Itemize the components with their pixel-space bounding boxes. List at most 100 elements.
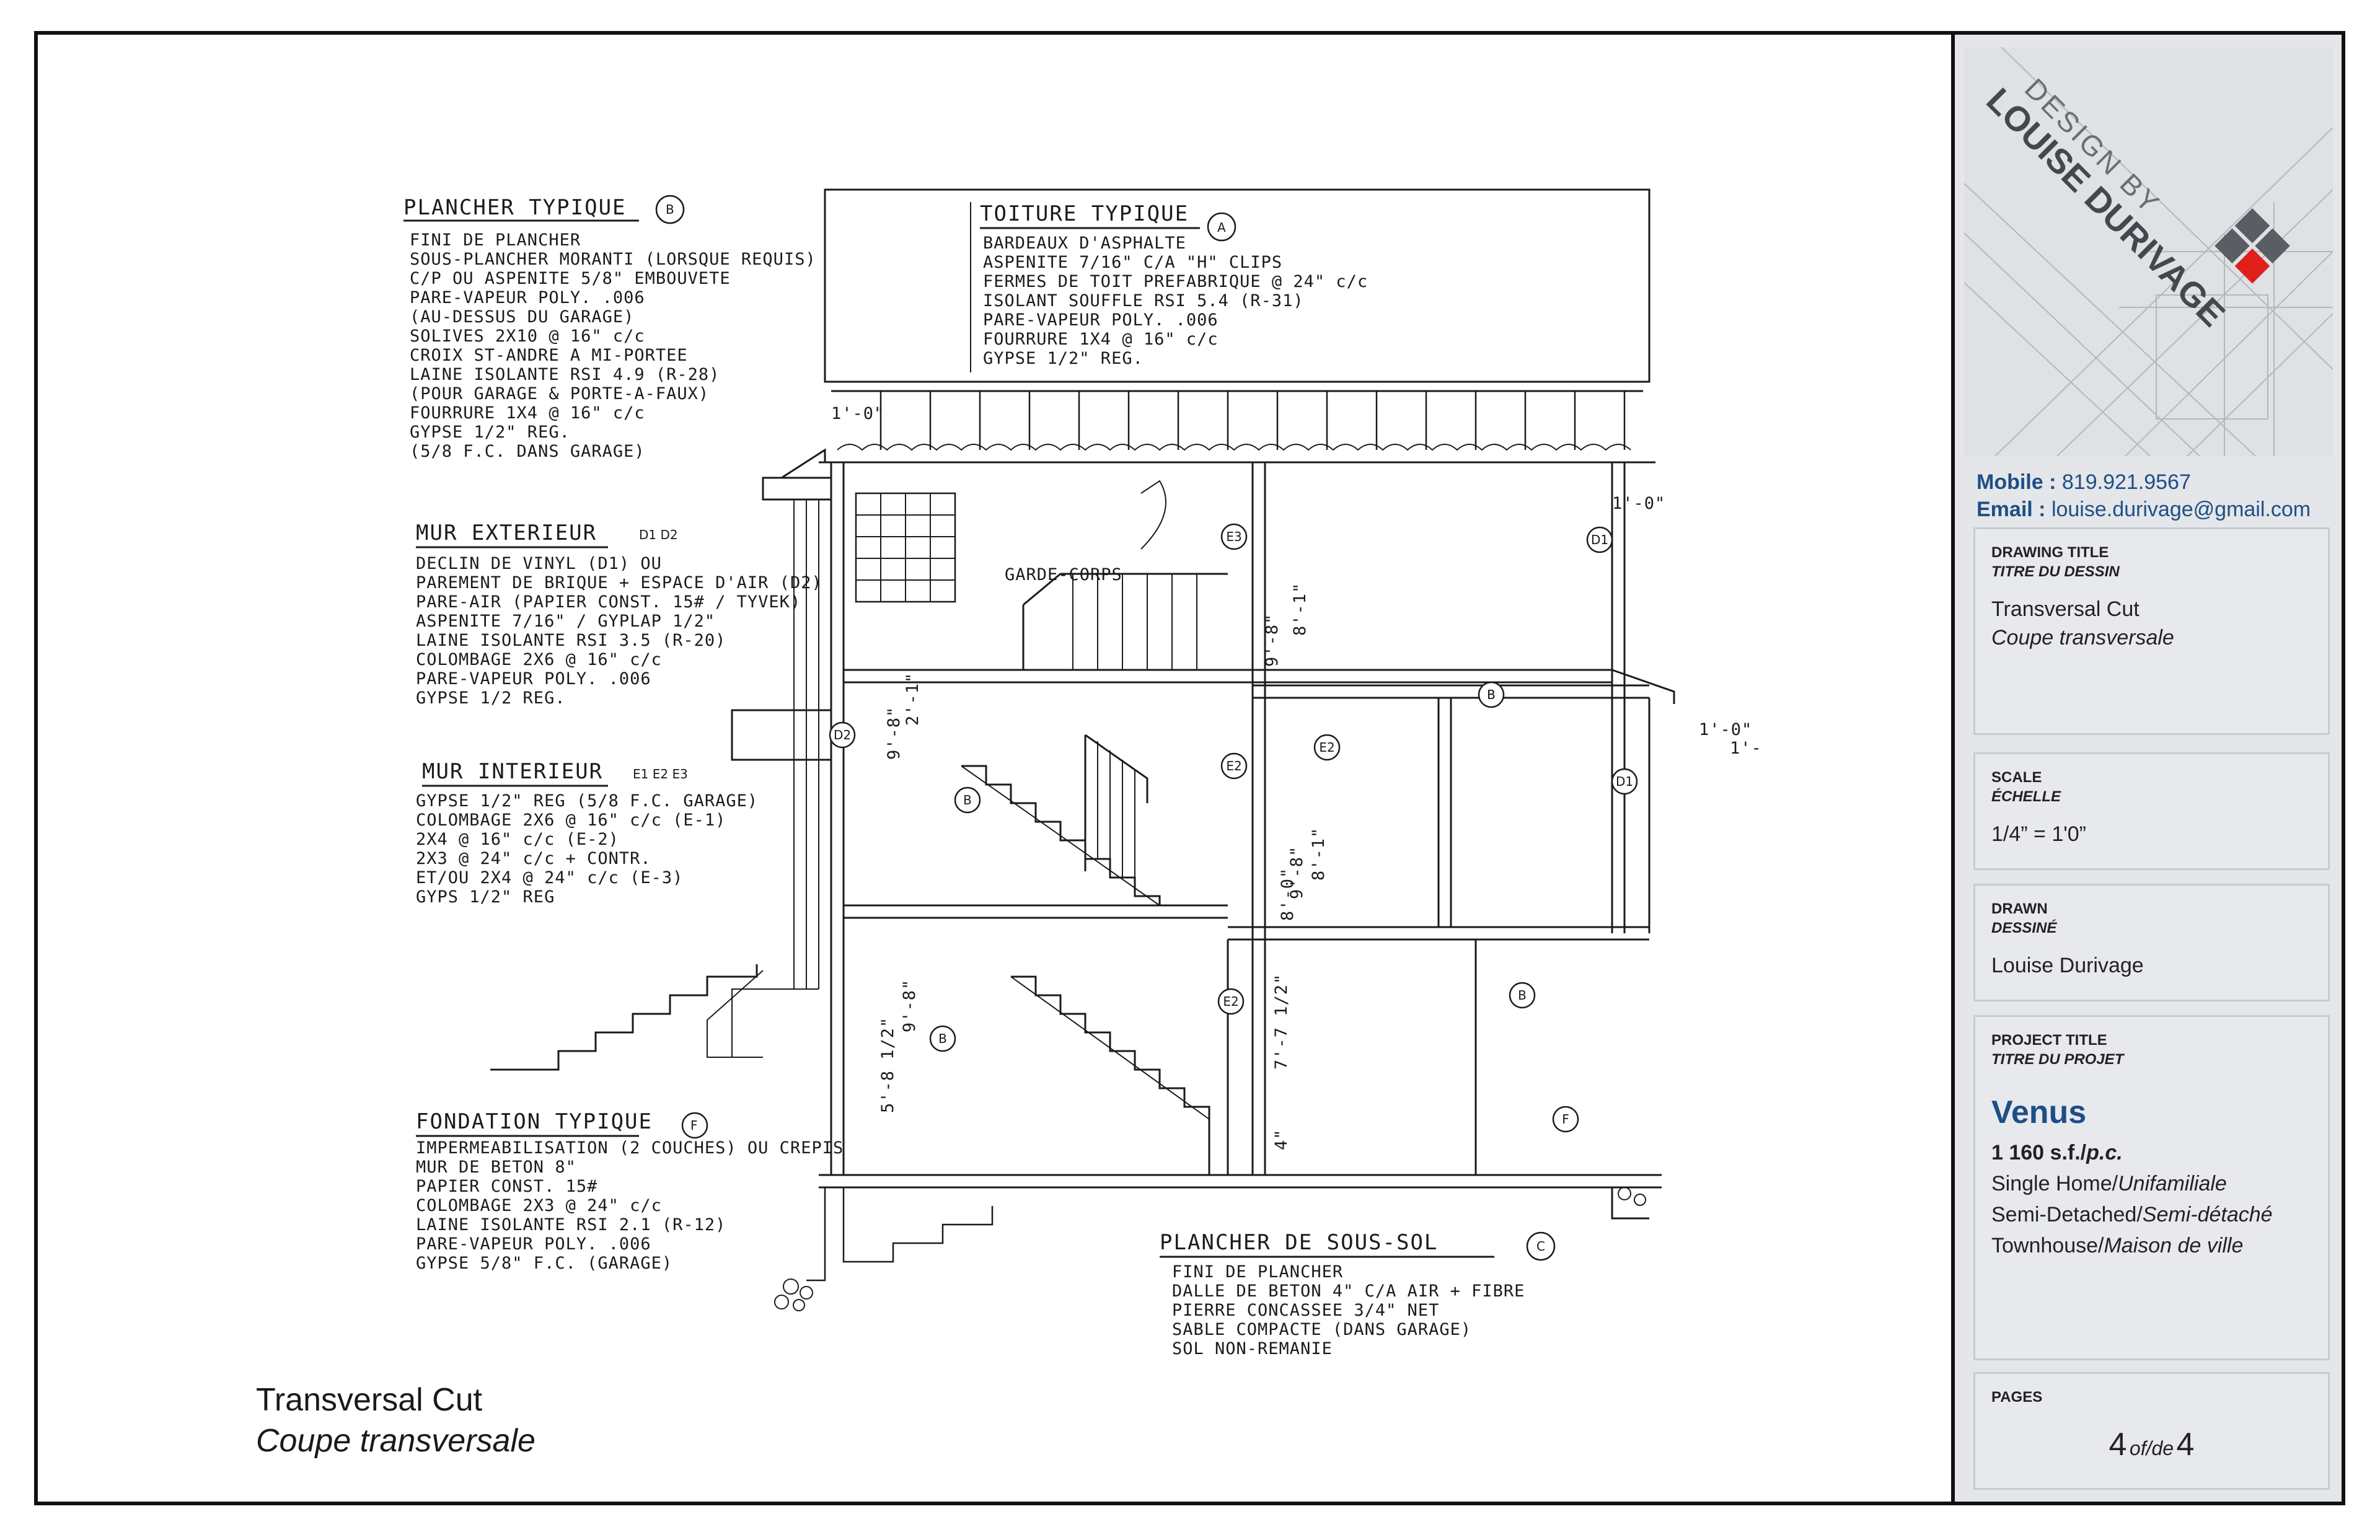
note-mur-ext: MUR EXTERIEUR D1 D2 DECLIN DE VINYL (D1)… [416,521,822,708]
note-line: PAPIER CONST. 15# [416,1177,597,1196]
section-tag-label: B [1518,988,1527,1003]
svg-text:MUR INTERIEUR: MUR INTERIEUR [422,759,603,784]
dimension-label: 1'-0" [1699,720,1752,739]
email-address: louise.durivage@gmail.com [2051,498,2311,521]
panel-pages: PAGES 4 of/de 4 [1973,1372,2330,1490]
dimension-label: 2'-1" [903,672,922,726]
dimension-label: 1'-0" [831,404,884,423]
note-line: GYPSE 1/2" REG. [410,423,570,442]
note-line: LAINE ISOLANTE RSI 4.9 (R-28) [410,365,720,384]
logo-squares-icon [2215,208,2290,284]
section-tag-label: B [963,793,972,807]
note-line: PARE-VAPEUR POLY. .006 [416,669,651,689]
dimension-label: 9'-8" [900,979,919,1032]
mobile-label: Mobile : [1977,470,2056,494]
note-line: PARE-VAPEUR POLY. .006 [410,288,645,307]
note-line: FINI DE PLANCHER [1172,1262,1343,1282]
panel-project: PROJECT TITLE TITRE DU PROJET Venus 1 16… [1973,1015,2330,1360]
logo: DESIGN BY LOUISE DURIVAGE [1964,47,2333,456]
svg-text:D1 D2: D1 D2 [639,527,678,542]
note-line: GYPSE 1/2 REG. [416,689,566,708]
svg-text:A: A [1217,220,1226,235]
section-tag-label: E2 [1319,740,1334,755]
dimension-label: 9'-8" [1287,846,1307,899]
note-line: FOURRURE 1X4 @ 16" c/c [983,330,1219,349]
panel-drawn: DRAWN DESSINÉ Louise Durivage [1973,884,2330,1001]
note-line: GYPSE 5/8" F.C. (GARAGE) [416,1254,672,1273]
mobile-number: 819.921.9567 [2061,470,2191,494]
note-line: PARE-AIR (PAPIER CONST. 15# / TYVEK) [416,592,801,612]
note-garde-corps: GARDE-CORPS [1005,565,1122,584]
note-fondation: FONDATION TYPIQUE F IMPERMEABILISATION (… [416,1109,844,1273]
caption-fr: Coupe transversale [256,1423,536,1459]
dimension-label: 9'-8" [884,706,904,760]
dimension-label: 4" [1272,1129,1291,1150]
note-line: MUR DE BETON 8" [416,1158,576,1177]
title-block: DESIGN BY LOUISE DURIVAGE Mobile : 819.9… [1955,35,2342,1502]
dimension-labels: 1'-0"8'-1"9'-8"2'-1"9'-8"8'-1"9'-8"8'-0"… [831,404,1761,1150]
note-line: FERMES DE TOIT PREFABRIQUE @ 24" c/c [983,272,1368,291]
project-type-0: Single Home/Unifamiliale [1991,1172,2227,1195]
note-line: COLOMBAGE 2X6 @ 16" c/c (E-1) [416,811,726,830]
transversal-section-sketch: PLANCHER TYPIQUE B FINI DE PLANCHERSOUS-… [403,188,1761,1358]
note-line: COLOMBAGE 2X3 @ 24" c/c [416,1196,662,1215]
svg-text:PLANCHER DE SOUS-SOL: PLANCHER DE SOUS-SOL [1160,1230,1438,1255]
note-line: ASPENITE 7/16" / GYPLAP 1/2" [416,612,715,631]
note-line: ISOLANT SOUFFLE RSI 5.4 (R-31) [983,291,1304,310]
section-tag-label: D1 [1616,774,1633,789]
svg-text:B: B [666,202,674,217]
note-line: (5/8 F.C. DANS GARAGE) [410,442,645,461]
project-area: 1 160 s.f./p.c. [1991,1141,2123,1164]
section-tag-label: B [938,1031,947,1046]
tag-a-circle [1207,212,1236,242]
section-tag-label: D1 [1591,532,1608,547]
note-line: 2X3 @ 24" c/c + CONTR. [416,849,651,868]
note-line: IMPERMEABILISATION (2 COUCHES) OU CREPIS [416,1138,844,1158]
note-plancher: PLANCHER TYPIQUE B FINI DE PLANCHERSOUS-… [403,195,816,461]
section-tag-label: B [1487,687,1496,702]
dimension-label: 1'-0" [1730,739,1761,758]
logo-graphic: DESIGN BY LOUISE DURIVAGE [1964,47,2333,456]
project-type-2: Townhouse/Maison de ville [1991,1234,2244,1257]
note-line: LAINE ISOLANTE RSI 2.1 (R-12) [416,1215,726,1234]
note-line: DALLE DE BETON 4" C/A AIR + FIBRE [1172,1282,1525,1301]
contact-info: Mobile : 819.921.9567 Email : louise.dur… [1977,469,2311,523]
svg-text:PLANCHER TYPIQUE: PLANCHER TYPIQUE [403,195,627,220]
dimension-label: 9'-8" [1263,614,1282,667]
section-tag-label: B [1487,687,1496,702]
section-tag-label: E3 [1226,529,1241,544]
panel-drawing-title: DRAWING TITLE TITRE DU DESSIN Transversa… [1973,527,2330,735]
note-line: CROIX ST-ANDRE A MI-PORTEE [410,346,688,365]
dimension-label: 1'-0" [1612,494,1665,513]
dimension-label: 8'-1" [1290,583,1310,636]
note-line: GYPSE 1/2" REG (5/8 F.C. GARAGE) [416,791,758,811]
note-line: FINI DE PLANCHER [410,231,581,250]
note-line: SOUS-PLANCHER MORANTI (LORSQUE REQUIS) [410,250,816,269]
dimension-label: 5'-8 1/2" [878,1017,897,1113]
note-line: COLOMBAGE 2X6 @ 16" c/c [416,650,662,669]
note-mur-int: MUR INTERIEUR E1 E2 E3 GYPSE 1/2" REG (5… [416,759,758,907]
panel-scale: SCALE ÉCHELLE 1/4” = 1'0” [1973,752,2330,870]
logo-text-line2: LOUISE DURIVAGE [1979,81,2232,334]
svg-text:C: C [1536,1239,1545,1254]
note-line: ASPENITE 7/16" C/A "H" CLIPS [983,253,1282,272]
project-name: Venus [1991,1094,2087,1130]
note-line: PIERRE CONCASSEE 3/4" NET [1172,1301,1439,1320]
caption-en: Transversal Cut [256,1382,483,1418]
titleblock-divider [1951,35,1955,1502]
note-line: SABLE COMPACTE (DANS GARAGE) [1172,1320,1471,1339]
svg-text:MUR EXTERIEUR: MUR EXTERIEUR [416,521,597,545]
section-tag-label: E2 [1223,994,1238,1009]
svg-text:FONDATION TYPIQUE: FONDATION TYPIQUE [416,1109,653,1134]
note-line: PAREMENT DE BRIQUE + ESPACE D'AIR (D2) [416,573,822,592]
note-line: PARE-VAPEUR POLY. .006 [416,1234,651,1254]
drawing-caption: Transversal Cut Coupe transversale [256,1379,536,1461]
dimension-label: 8'-1" [1309,827,1328,881]
note-line: BARDEAUX D'ASPHALTE [983,234,1186,253]
section-tag-label: F [1562,1112,1569,1127]
note-line: 2X4 @ 16" c/c (E-2) [416,830,619,849]
note-line: DECLIN DE VINYL (D1) OU [416,554,662,573]
section-tag-label: D2 [834,728,851,742]
